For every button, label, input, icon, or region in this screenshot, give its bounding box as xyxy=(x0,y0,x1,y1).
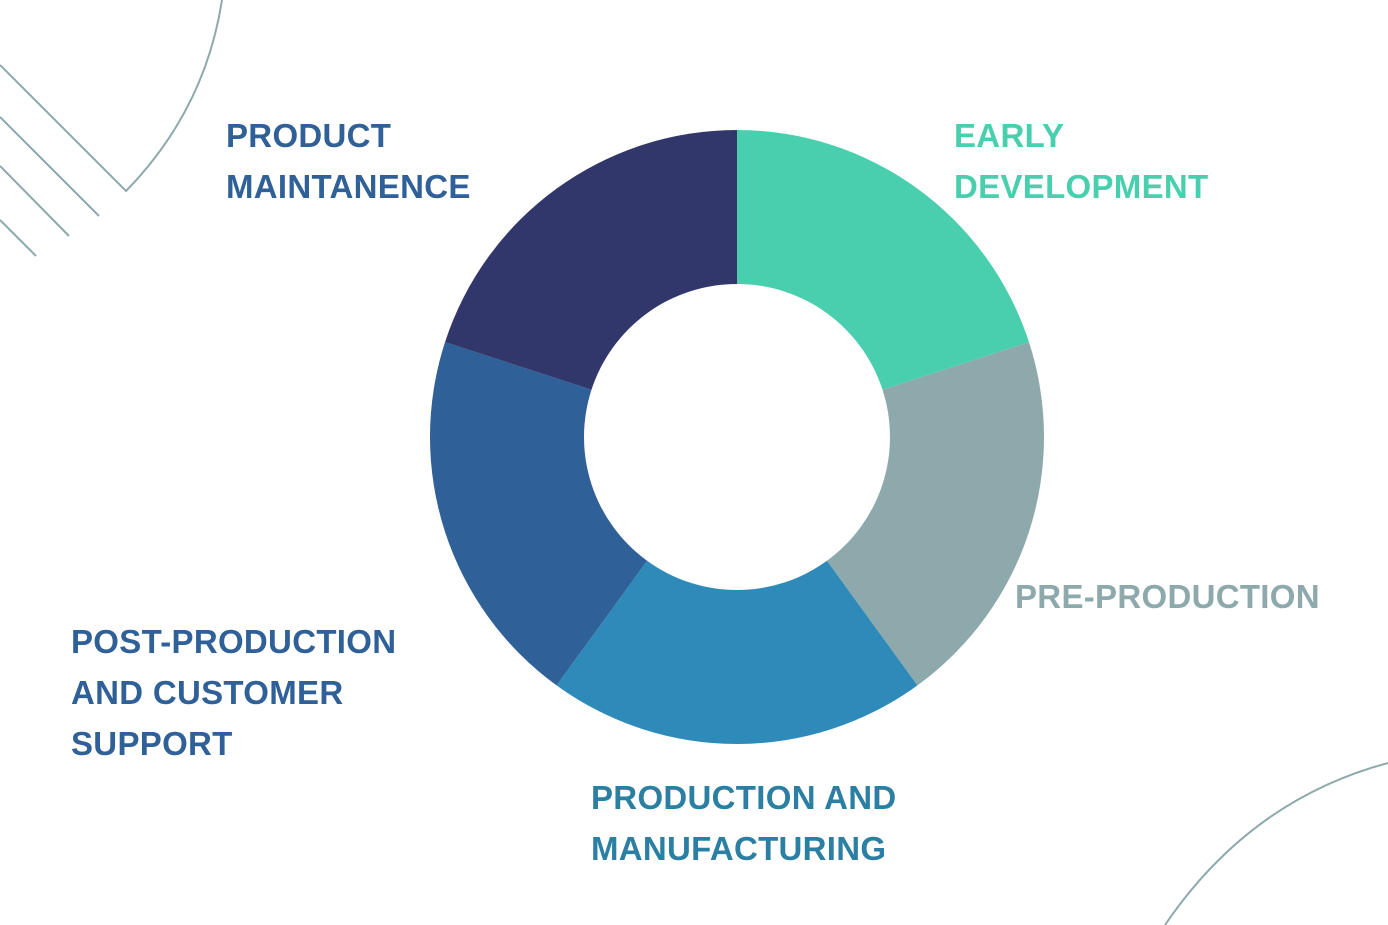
label-line: MANUFACTURING xyxy=(591,830,887,867)
donut-slice-post-production-and-customer-support xyxy=(430,342,648,686)
label-line: PRODUCT xyxy=(226,117,392,154)
label-line: AND CUSTOMER xyxy=(71,674,344,711)
label-line: PRODUCTION AND xyxy=(591,779,897,816)
decorative-arc-top-left xyxy=(0,0,223,193)
label-pre-production: PRE-PRODUCTION xyxy=(1015,571,1320,622)
label-line: POST-PRODUCTION xyxy=(71,623,397,660)
label-line: PRE-PRODUCTION xyxy=(1015,578,1320,615)
decorative-arc-bottom-right xyxy=(1164,762,1388,925)
label-product-maintanence: PRODUCT MAINTANENCE xyxy=(226,110,471,212)
label-line: SUPPORT xyxy=(71,725,233,762)
label-production-and-manufacturing: PRODUCTION AND MANUFACTURING xyxy=(591,772,896,874)
donut-slice-early-development xyxy=(737,130,1029,390)
label-post-production-and-customer-support: POST-PRODUCTION AND CUSTOMER SUPPORT xyxy=(71,616,396,769)
label-early-development: EARLY DEVELOPMENT xyxy=(954,110,1209,212)
donut-slice-product-maintanence xyxy=(445,129,737,390)
donut-slice-pre-production xyxy=(826,342,1044,686)
label-line: MAINTANENCE xyxy=(226,168,471,205)
donut-slice-production-and-manufacturing xyxy=(556,560,918,745)
label-line: EARLY xyxy=(954,117,1065,154)
label-line: DEVELOPMENT xyxy=(954,168,1209,205)
